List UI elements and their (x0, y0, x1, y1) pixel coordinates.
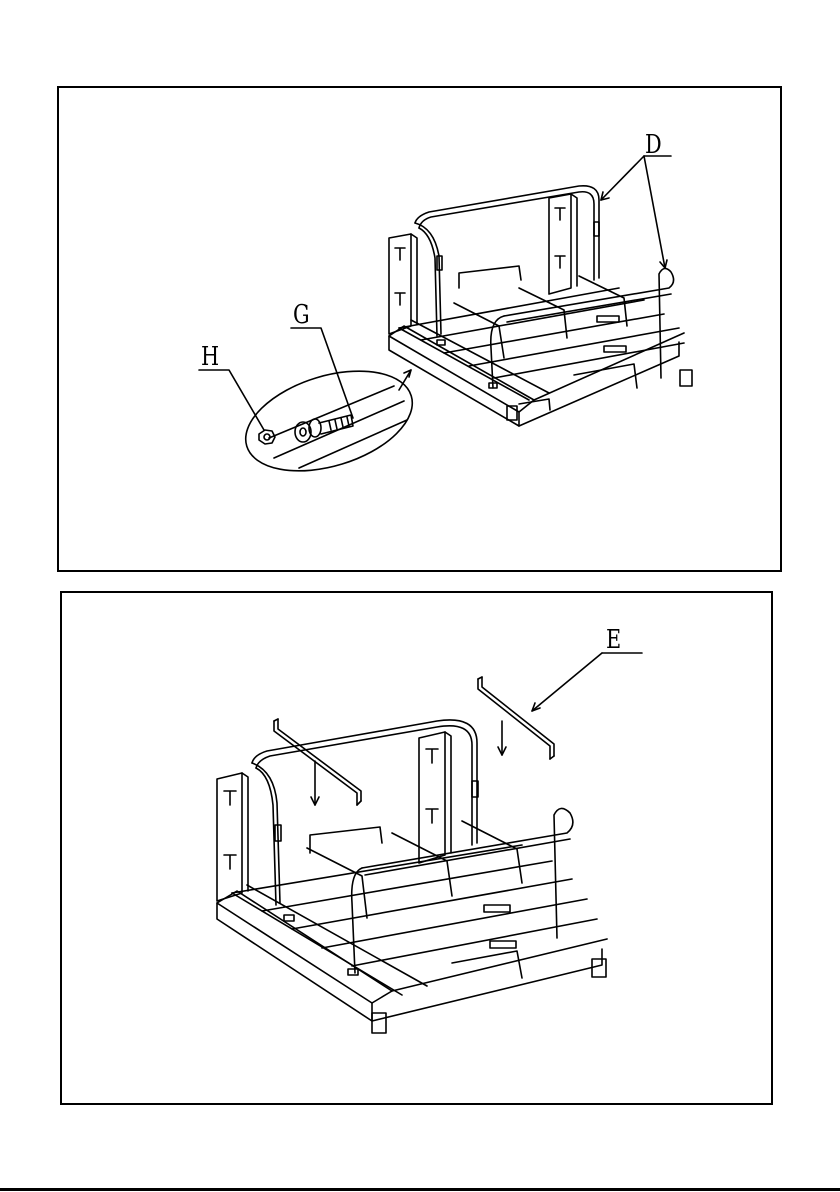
left-mounting-bracket (389, 234, 417, 334)
wire-basket-grid (232, 821, 597, 995)
step-1-drawing (59, 88, 784, 574)
drawer-slide-base (389, 326, 692, 426)
left-divider-bar (274, 719, 361, 805)
callout-label-d: D (645, 132, 662, 158)
right-mounting-bracket (549, 194, 577, 294)
callout-label-h: H (201, 344, 219, 370)
page-bottom-rule (0, 1188, 840, 1191)
step-2-panel: E (60, 591, 773, 1105)
right-mounting-bracket (419, 732, 451, 863)
slide-clips (437, 316, 626, 388)
front-wire-rail (352, 808, 573, 973)
callout-label-e: E (606, 627, 621, 653)
right-divider-bar (478, 677, 554, 759)
step-2-drawing (62, 593, 775, 1107)
callout-label-g: G (293, 302, 310, 328)
wire-basket-grid (399, 266, 684, 410)
slide-clips (284, 905, 516, 975)
callout-e-leader (532, 653, 642, 711)
back-wire-rail (252, 720, 478, 905)
step-1-panel: D G H (57, 86, 782, 572)
callout-d-leaders (601, 156, 671, 268)
detail-callout-ellipse (199, 328, 424, 489)
left-mounting-bracket (217, 773, 248, 901)
drawer-slide-base (217, 891, 607, 1033)
